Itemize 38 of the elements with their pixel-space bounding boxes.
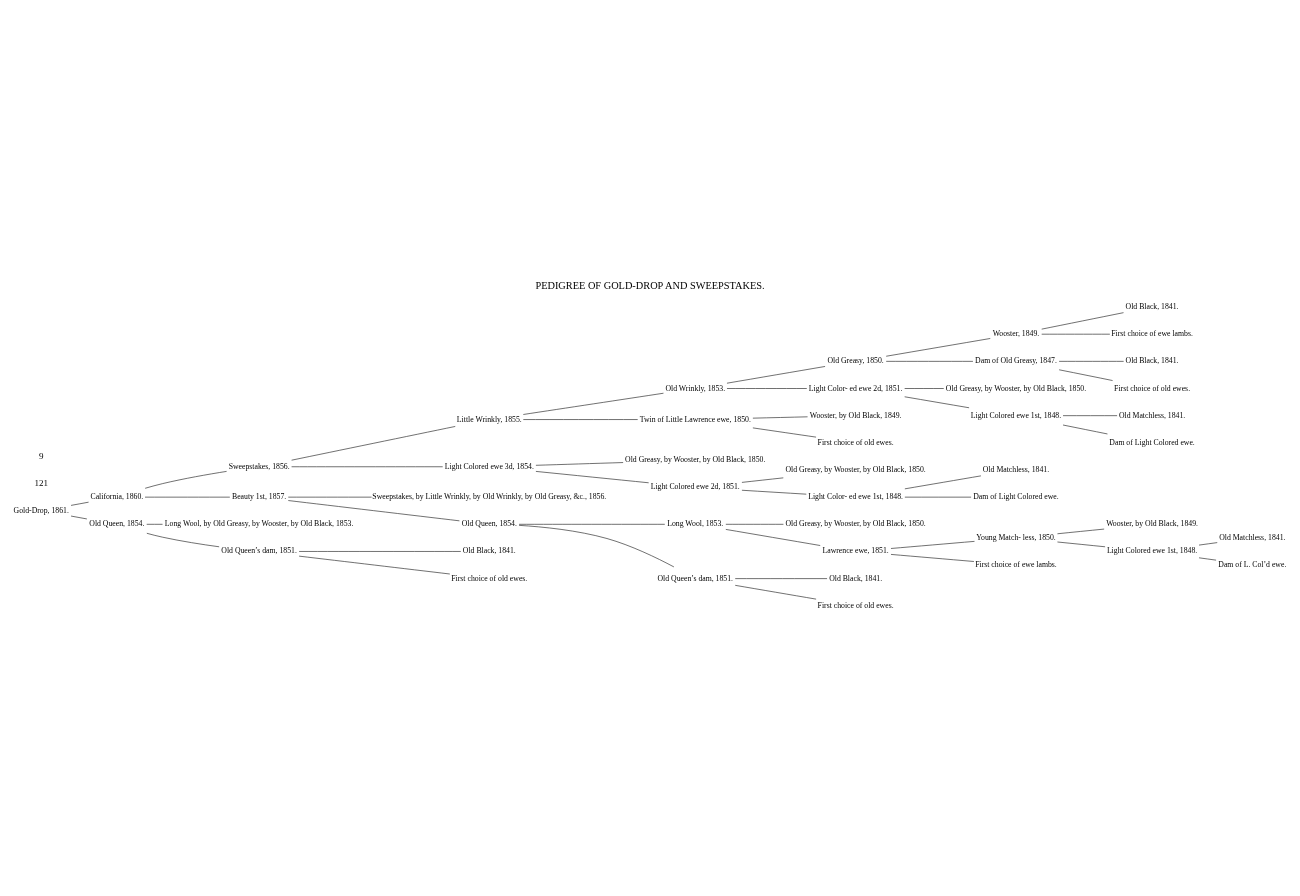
connector [70, 515, 88, 520]
connector [1062, 424, 1108, 435]
connector [1057, 528, 1105, 535]
connector [522, 419, 638, 420]
connector [535, 471, 649, 484]
connector [904, 475, 982, 490]
connector [752, 416, 808, 419]
connector [518, 525, 675, 568]
connector [741, 489, 807, 495]
connector [741, 477, 784, 483]
connector [287, 500, 460, 522]
connector [904, 396, 970, 409]
connector [518, 523, 666, 525]
connector [291, 426, 456, 461]
connector [890, 541, 975, 549]
connector [146, 532, 220, 548]
connector [144, 471, 227, 489]
connector [298, 551, 462, 552]
connector [1041, 312, 1124, 330]
connector [752, 427, 817, 438]
connector [726, 388, 808, 389]
connector [522, 392, 664, 415]
connector [734, 585, 817, 600]
connector [298, 555, 451, 575]
connector [725, 529, 821, 546]
diagram-title: PEDIGREE OF GOLD-DROP AND SWEEPSTAKES. [535, 280, 765, 292]
connector [1198, 557, 1217, 561]
connector [1198, 542, 1218, 546]
connector [535, 462, 624, 466]
connector [726, 366, 826, 384]
label: 9 [38, 450, 44, 461]
connector [1058, 369, 1113, 381]
connector [70, 501, 89, 506]
connector [885, 338, 991, 357]
connector [890, 554, 975, 562]
connector [1057, 541, 1106, 548]
connector [904, 388, 945, 389]
label: 121 [34, 477, 48, 488]
